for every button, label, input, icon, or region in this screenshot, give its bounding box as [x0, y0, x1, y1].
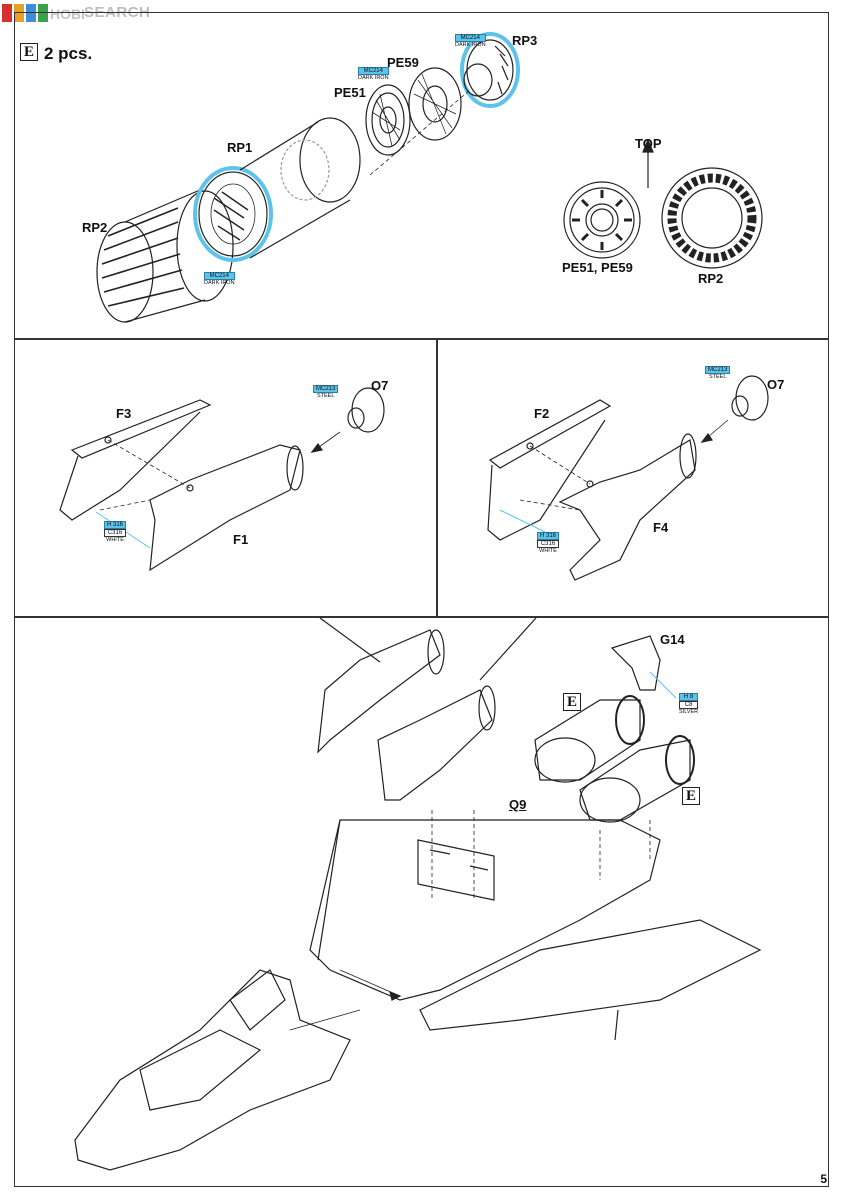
engine-can-2: [579, 735, 695, 823]
label-rp3: RP3: [512, 33, 538, 48]
panel-f2-f4-assembly: [437, 339, 829, 617]
label-o7-right: O7: [767, 377, 785, 392]
f2-part: [487, 399, 612, 541]
g14-part: [610, 635, 661, 691]
intake-duct-right: [377, 685, 496, 801]
label-q9: Q9: [509, 797, 527, 812]
rp3-cone-part: [460, 32, 520, 108]
wing-part: [419, 919, 762, 1031]
intake-duct-left: [317, 629, 445, 754]
f1-part: [149, 444, 304, 572]
label-g14: G14: [660, 632, 685, 647]
label-f2: F2: [534, 406, 550, 421]
label-f3: F3: [116, 406, 132, 421]
pe51-pe59-front-view: [563, 181, 641, 259]
hobby-logo-icon: HOBBY: [2, 4, 84, 22]
panel-f1-f3-assembly: [14, 339, 437, 617]
label-pe51-pe59: PE51, PE59: [562, 260, 633, 275]
f3-part: [59, 399, 212, 521]
quantity-label: 2 pcs.: [44, 44, 93, 63]
f4-part: [558, 433, 697, 581]
rp2-nozzle-part: [96, 189, 234, 323]
label-rp1: RP1: [227, 140, 253, 155]
panel-exhaust-assembly: [14, 12, 829, 339]
label-rp2-front: RP2: [698, 271, 724, 286]
rp1-tube-part: [193, 117, 361, 262]
label-o7-left: O7: [371, 378, 389, 393]
label-pe51: PE51: [334, 85, 366, 100]
cockpit-tub: [74, 969, 351, 1171]
label-rp2: RP2: [82, 220, 108, 235]
rp2-front-view: [661, 167, 763, 269]
label-f1: F1: [233, 532, 249, 547]
panel-fuselage-assembly: [14, 617, 829, 1187]
label-pe59: PE59: [387, 55, 419, 70]
e-marker-1: E: [563, 693, 581, 711]
o7-part-left: [347, 387, 385, 433]
fuselage-body: [309, 819, 762, 1041]
e-marker-2: E: [682, 787, 700, 805]
label-top: TOP: [635, 136, 662, 151]
svg-text:HOBBY: HOBBY: [50, 6, 84, 22]
pe59-disc-part: [408, 67, 462, 141]
qty-letter-box: E: [20, 43, 38, 61]
label-f4: F4: [653, 520, 669, 535]
o7-part-right: [731, 375, 769, 421]
engine-can-1: [534, 695, 645, 783]
pe51-grille-part: [365, 84, 411, 156]
q9-bulkhead-part: [417, 839, 495, 901]
page-number: 5: [820, 1172, 827, 1186]
